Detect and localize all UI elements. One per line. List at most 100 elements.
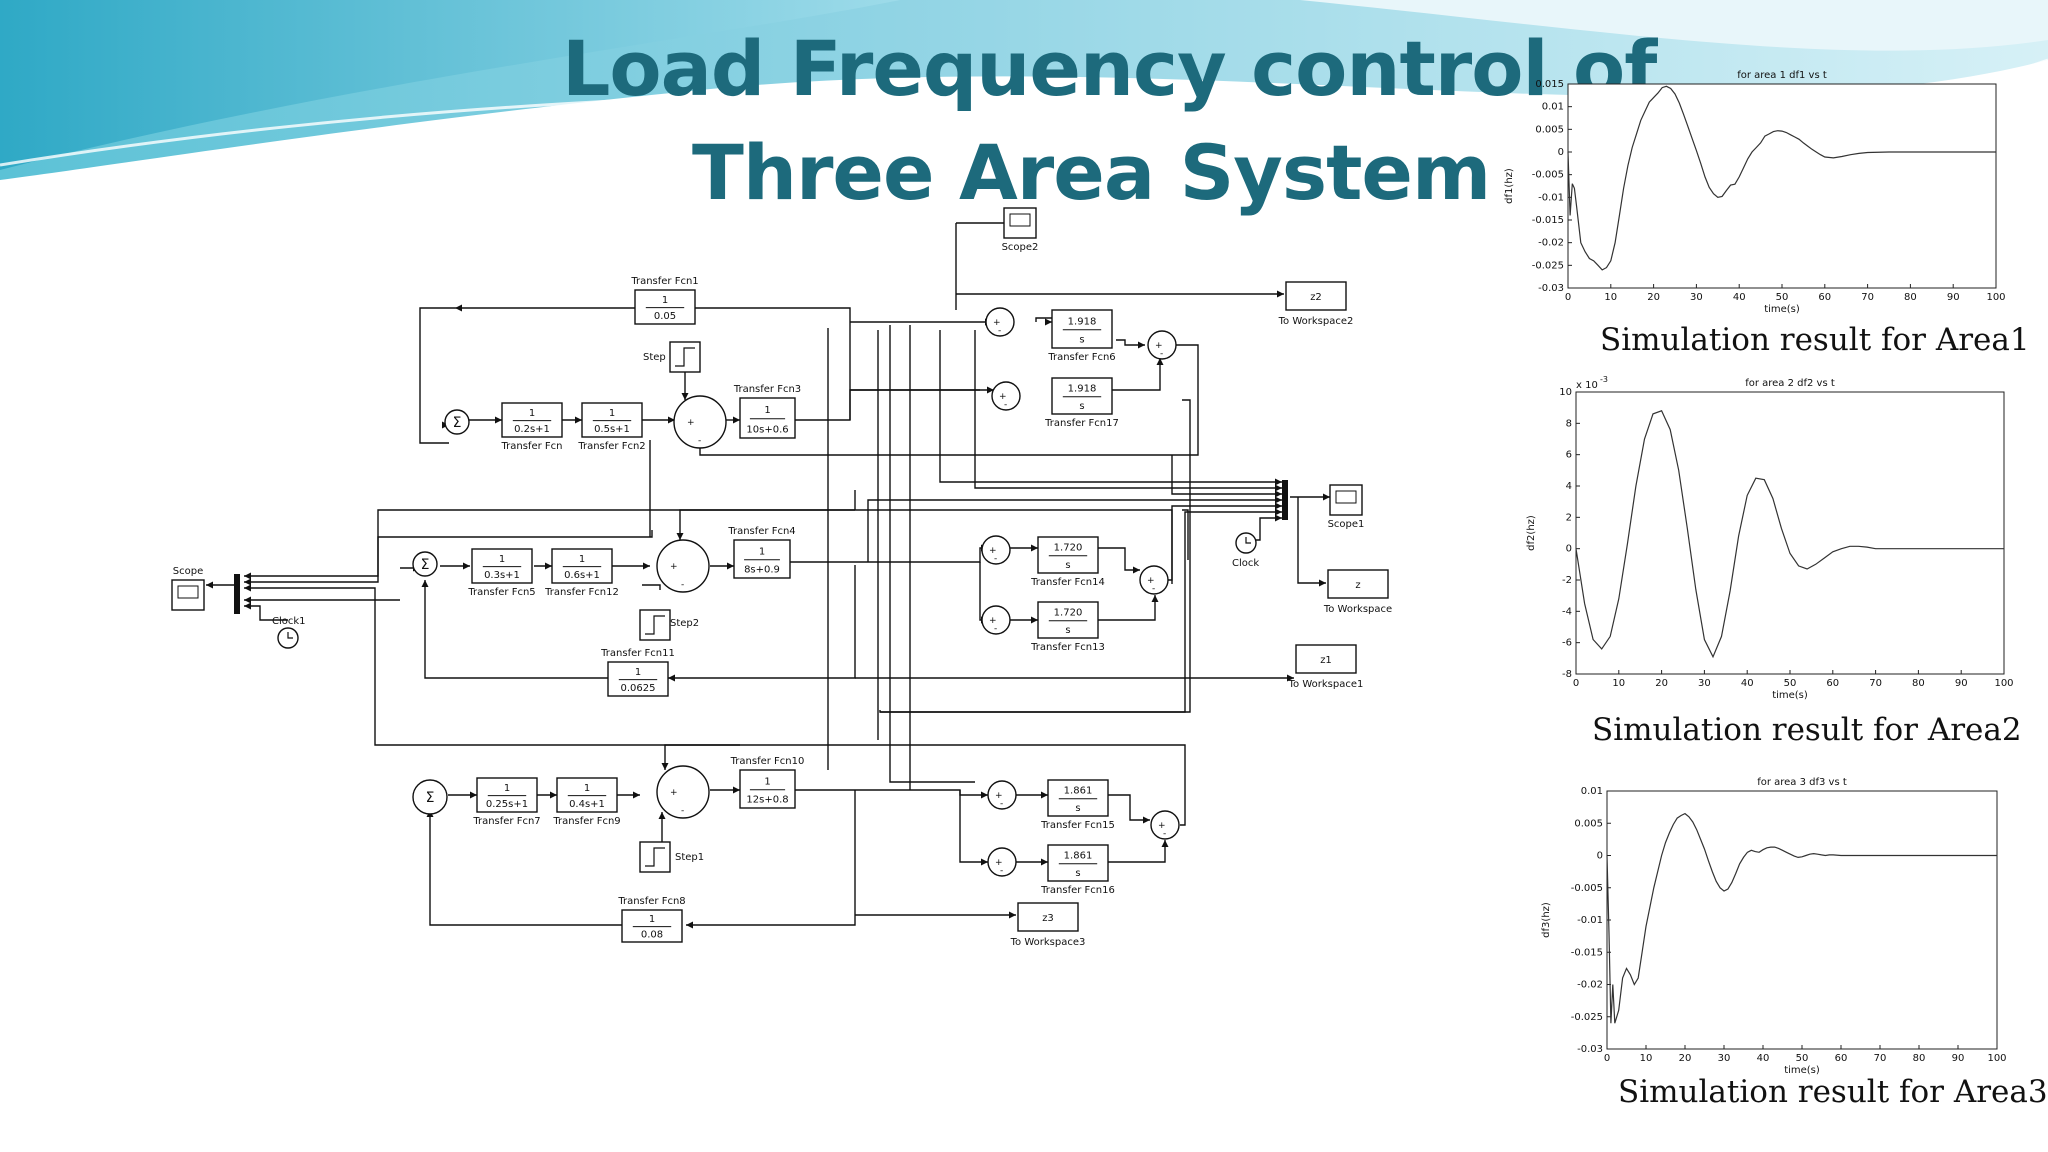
y-tick-label: 0	[1558, 147, 1564, 158]
signal-line	[634, 307, 851, 421]
scope-block[interactable]: Scope1	[1328, 484, 1365, 530]
y-tick-label: -0.03	[1538, 283, 1564, 294]
signal-line	[1171, 455, 1282, 495]
signal-arrow	[987, 386, 994, 394]
sum-sign: -	[681, 580, 684, 590]
y-tick-label: -6	[1562, 638, 1572, 649]
x-tick-label: 0	[1604, 1053, 1610, 1064]
sum-block[interactable]: +-	[656, 539, 710, 593]
x-tick-label: 60	[1835, 1053, 1848, 1064]
sum-block[interactable]: +-	[981, 535, 1011, 565]
x-tick-label: 40	[1741, 678, 1754, 689]
sum-block[interactable]: +-	[981, 605, 1011, 635]
signal-line	[429, 810, 622, 926]
workspace-var: z	[1355, 580, 1360, 591]
x-tick-label: 80	[1904, 292, 1917, 303]
y-tick-label: 0.015	[1535, 79, 1564, 90]
sum-block[interactable]: +-	[673, 395, 727, 449]
x-tick-label: 60	[1826, 678, 1839, 689]
sum-sigma-block[interactable]: Σ	[444, 409, 470, 435]
workspace-var: z2	[1310, 292, 1322, 303]
y-tick-label: 0.01	[1542, 102, 1564, 113]
sum-block[interactable]: +-	[1139, 565, 1169, 595]
clock-block[interactable]: Clock1	[272, 616, 306, 649]
sum-block[interactable]: +-	[987, 847, 1017, 877]
scope-block[interactable]: Scope2	[1002, 207, 1039, 253]
step-block[interactable]: Step	[643, 341, 701, 373]
signal-line	[1116, 339, 1145, 346]
y-tick-label: 0.005	[1574, 818, 1603, 829]
tf-denominator: s	[1075, 868, 1080, 879]
signal-line	[939, 330, 1282, 483]
signal-arrow	[1277, 290, 1284, 298]
signal-arrow	[206, 581, 213, 589]
sum-sign: -	[998, 326, 1001, 336]
workspace-var: z1	[1320, 655, 1332, 666]
sum-block[interactable]: +-	[656, 765, 710, 819]
x-tick-label: 20	[1647, 292, 1660, 303]
chart-title: for area 3 df3 vs t	[1757, 777, 1847, 788]
signal-arrow	[727, 562, 734, 570]
sum-block[interactable]: +-	[1150, 810, 1180, 840]
plot-frame	[1567, 83, 1997, 289]
mux-block[interactable]	[234, 574, 240, 614]
sum-sign: +	[989, 616, 997, 626]
signal-arrow	[575, 416, 582, 424]
sum-sigma-block[interactable]: Σ	[412, 779, 448, 815]
caption-area3: Simulation result for Area3	[1618, 1074, 2048, 1110]
step-block[interactable]: Step2	[639, 609, 699, 641]
clock-block[interactable]: Clock	[1232, 532, 1259, 569]
sum-sigma-block[interactable]: Σ	[412, 551, 438, 577]
signal-line	[699, 344, 1199, 456]
tf-denominator: 0.6s+1	[564, 570, 600, 581]
tf-label: Transfer Fcn8	[617, 896, 685, 907]
sum-block[interactable]: +-	[987, 780, 1017, 810]
slide-title-line1: Load Frequency control of	[562, 24, 1657, 113]
y-multiplier-exp: -3	[1600, 375, 1608, 384]
mux-block[interactable]	[1282, 480, 1288, 520]
step-block[interactable]: Step1	[639, 841, 704, 873]
sum-sign: +	[670, 788, 678, 798]
tf-numerator: 1	[662, 295, 668, 306]
sum-block[interactable]: +-	[985, 307, 1015, 337]
signal-line	[642, 584, 661, 590]
signal-arrow	[981, 858, 988, 866]
x-tick-label: 100	[1994, 678, 2013, 689]
sum-block[interactable]: +-	[991, 381, 1021, 411]
scope-block[interactable]: Scope	[171, 566, 205, 611]
tf-numerator: 1	[499, 554, 505, 565]
sum-block[interactable]: +-	[1147, 330, 1177, 360]
clock-label: Clock1	[272, 616, 306, 627]
tf-numerator: 1	[529, 408, 535, 419]
plot-frame	[1575, 391, 2005, 675]
x-tick-label: 30	[1698, 678, 1711, 689]
x-tick-label: 90	[1955, 678, 1968, 689]
to-workspace-block[interactable]: zTo Workspace	[1323, 569, 1392, 615]
workspace-label: To Workspace3	[1010, 937, 1086, 948]
clock-icon	[1245, 537, 1251, 544]
tf-label: Transfer Fcn7	[472, 816, 540, 827]
